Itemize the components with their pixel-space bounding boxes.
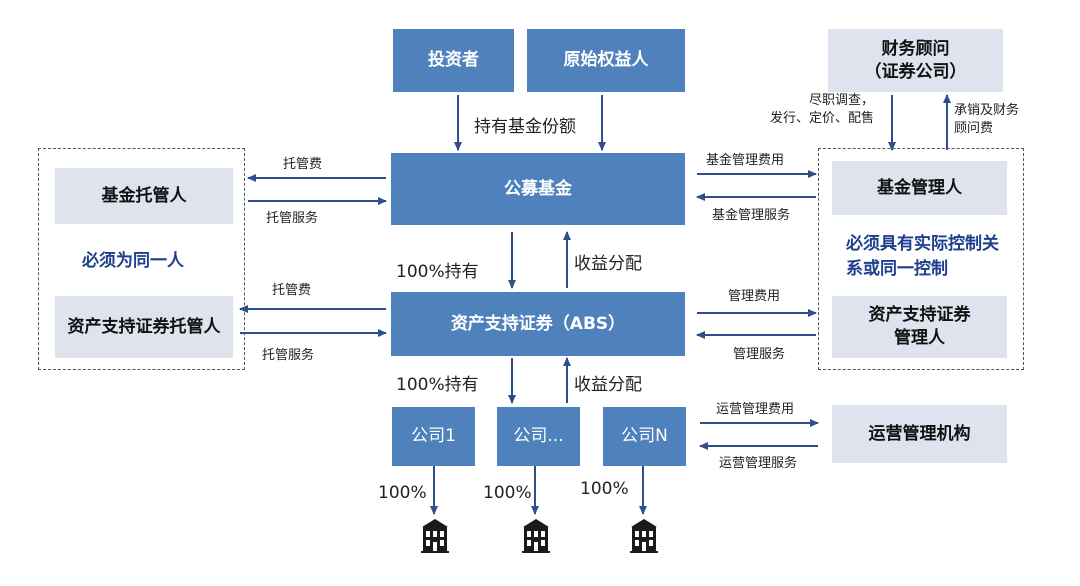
custody-service-bottom-label: 托管服务	[262, 348, 315, 363]
custody-fee-bottom-label: 托管费	[272, 283, 312, 298]
must-have-control-note: 必须具有实际控制关 系或同一控制	[846, 232, 999, 281]
underwriting-line2: 顾问费	[954, 121, 994, 137]
abs-custodian-box: 资产支持证券托管人	[55, 296, 233, 358]
ops-mgmt-fee-label: 运营管理费用	[716, 402, 795, 417]
fund-custodian-box: 基金托管人	[55, 168, 233, 224]
pct-company-1-label: 100%	[378, 483, 427, 503]
investor-box: 投资者	[393, 29, 514, 92]
hold-fund-share-label: 持有基金份额	[474, 117, 576, 137]
mgmt-fee-label: 管理费用	[728, 289, 781, 304]
due-diligence-line1: 尽职调查，	[809, 93, 875, 108]
must-have-control-line1: 必须具有实际控制关	[846, 234, 999, 254]
due-diligence-line2: 发行、定价、配售	[770, 111, 875, 127]
fund-manager-box: 基金管理人	[832, 161, 1007, 215]
due-diligence-label: 尽职调查， 发行、定价、配售	[765, 92, 874, 128]
financial-advisor-line2: （证券公司）	[864, 61, 967, 82]
income-dist-bottom-label: 收益分配	[574, 375, 642, 395]
operation-agency-box: 运营管理机构	[832, 405, 1007, 463]
underwriting-line1: 承销及财务	[954, 103, 1020, 118]
financial-advisor-box: 财务顾问 （证券公司）	[828, 29, 1003, 92]
custody-fee-top-label: 托管费	[283, 157, 323, 172]
pct-company-n-label: 100%	[580, 479, 629, 499]
custody-service-top-label: 托管服务	[266, 211, 319, 226]
income-dist-top-label: 收益分配	[574, 254, 642, 274]
original-equity-holder-box: 原始权益人	[527, 29, 685, 92]
ops-mgmt-service-label: 运营管理服务	[719, 456, 798, 471]
hold-100-top-label: 100%持有	[396, 262, 479, 282]
abs-manager-line2: 管理人	[894, 328, 945, 348]
financial-advisor-line1: 财务顾问	[881, 38, 950, 59]
abs-manager-box: 资产支持证券 管理人	[832, 296, 1007, 358]
manager-group	[818, 148, 1024, 370]
abs-manager-line1: 资产支持证券	[868, 305, 971, 326]
building-icon	[522, 519, 550, 553]
mgmt-service-label: 管理服务	[733, 347, 786, 362]
fund-mgmt-fee-label: 基金管理费用	[706, 153, 785, 168]
must-be-same-note: 必须为同一人	[82, 251, 184, 271]
public-fund-box: 公募基金	[391, 153, 685, 225]
underwriting-label: 承销及财务 顾问费	[954, 102, 1019, 138]
company-n-box: 公司N	[603, 407, 686, 466]
hold-100-bottom-label: 100%持有	[396, 375, 479, 395]
pct-company-2-label: 100%	[483, 483, 532, 503]
building-icon	[630, 519, 658, 553]
custodian-group	[38, 148, 245, 370]
company-ellipsis-box: 公司...	[497, 407, 580, 466]
must-have-control-line2: 系或同一控制	[846, 258, 948, 279]
building-icon	[421, 519, 449, 553]
fund-mgmt-service-label: 基金管理服务	[712, 208, 791, 223]
company-1-box: 公司1	[392, 407, 475, 466]
abs-box: 资产支持证券（ABS）	[391, 292, 685, 356]
